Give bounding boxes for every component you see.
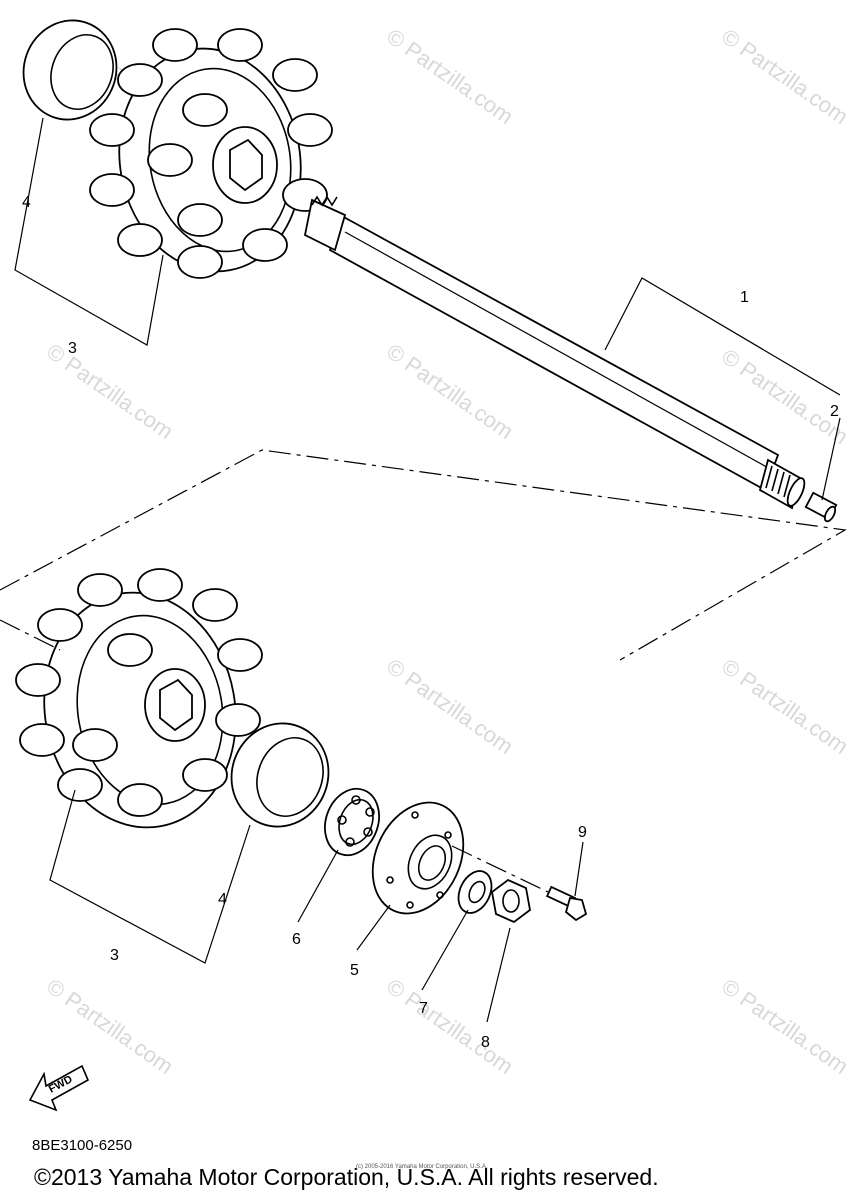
drawing-code: 8BE3100-6250 bbox=[32, 1137, 132, 1154]
hex-nut bbox=[491, 878, 531, 924]
callout-3-upper: 3 bbox=[68, 340, 77, 357]
forward-arrow-icon: FWD bbox=[28, 1064, 90, 1112]
callout-5: 5 bbox=[350, 962, 359, 979]
watermark: © Partzilla.com bbox=[382, 24, 518, 130]
watermark: © Partzilla.com bbox=[42, 339, 178, 445]
callout-9: 9 bbox=[578, 824, 587, 841]
bearing-ring-upper bbox=[22, 19, 118, 121]
callout-1: 1 bbox=[740, 289, 749, 306]
watermark: © Partzilla.com bbox=[382, 974, 518, 1080]
callout-labels: 1 2 3 3 4 4 5 6 7 8 9 bbox=[22, 194, 839, 1051]
callout-6: 6 bbox=[292, 931, 301, 948]
sprocket-upper bbox=[89, 28, 333, 279]
flange-bolt bbox=[545, 885, 588, 922]
watermark: © Partzilla.com bbox=[717, 24, 853, 130]
bearing-ring-lower bbox=[230, 722, 330, 828]
callout-8: 8 bbox=[481, 1034, 490, 1051]
callout-4-lower: 4 bbox=[218, 891, 227, 908]
leader-lines bbox=[14, 117, 841, 1023]
bearing-flange bbox=[371, 801, 465, 915]
washer bbox=[457, 870, 493, 914]
copyright-notice: ©2013 Yamaha Motor Corporation, U.S.A. A… bbox=[34, 1164, 659, 1190]
watermark: © Partzilla.com bbox=[717, 974, 853, 1080]
callout-3-lower: 3 bbox=[110, 947, 119, 964]
watermark: © Partzilla.com bbox=[717, 654, 853, 760]
ball-bearing bbox=[324, 787, 380, 857]
watermark: © Partzilla.com bbox=[382, 339, 518, 445]
callout-4-upper: 4 bbox=[22, 194, 31, 211]
small-print: (c) 2005-2016 Yamaha Motor Corporation, … bbox=[356, 1164, 488, 1170]
sprocket-lower bbox=[15, 568, 263, 829]
watermark: © Partzilla.com bbox=[382, 654, 518, 760]
callout-7: 7 bbox=[419, 1000, 428, 1017]
assembly-outline bbox=[0, 449, 847, 893]
drive-shaft bbox=[303, 195, 806, 510]
callout-2: 2 bbox=[830, 403, 839, 420]
watermark: © Partzilla.com bbox=[42, 974, 178, 1080]
shaft-plug bbox=[804, 491, 838, 523]
